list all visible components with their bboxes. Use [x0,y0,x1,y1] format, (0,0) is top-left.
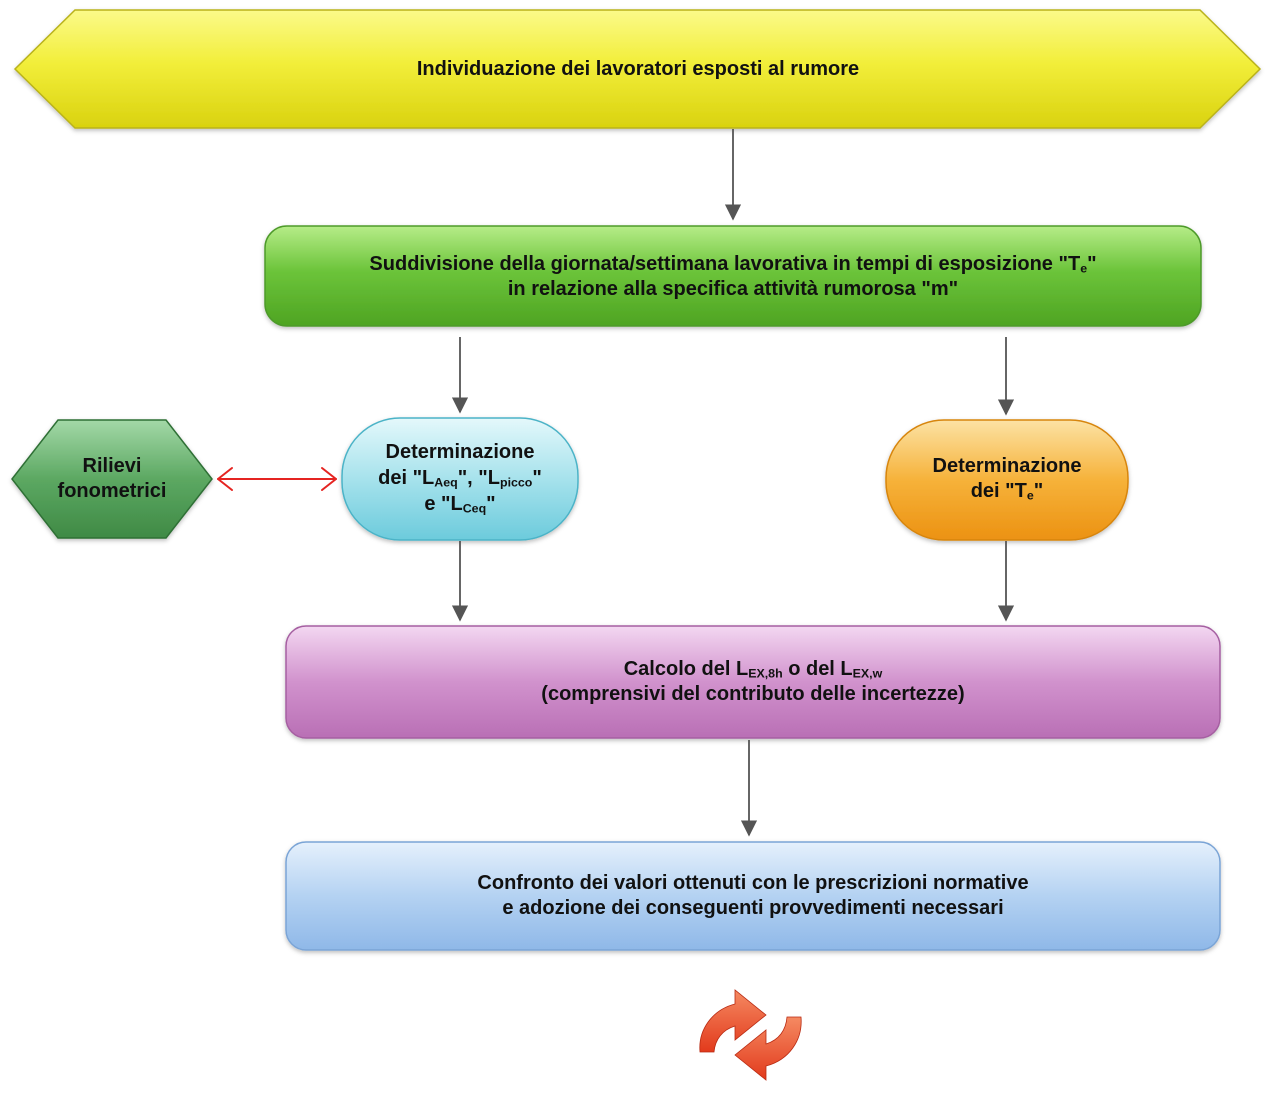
calculation-label: Calcolo del LEX,8h o del LEX,w (comprens… [286,626,1220,738]
comparison-line-1: Confronto dei valori ottenuti con le pre… [477,872,1029,894]
determination-levels-label: Determinazione dei "LAeq", "Lpicco" e "L… [340,418,580,538]
identification-text: Individuazione dei lavoratori esposti al… [416,57,860,80]
identification-shape [13,9,1262,129]
calculation-shape [285,625,1221,739]
comparison-line-2: e adozione dei conseguenti provvedimenti… [502,897,1004,919]
determination-levels-shape [341,417,579,541]
subdivision-line-2: in relazione alla specifica attività rum… [507,278,959,300]
subdivision-line-1: Suddivisione della giornata/settimana la… [369,253,1097,276]
determination-times-line-2: dei "Te" [970,480,1044,503]
subdivision-shape [264,225,1202,327]
identification-label: Individuazione dei lavoratori esposti al… [40,38,1236,100]
measurements-shape [11,419,213,539]
measurements-line-1: Rilievi [82,455,142,477]
determination-times-shape [885,419,1129,541]
determination-levels-line-1: Determinazione [385,441,535,463]
measurements-line-2: fonometrici [57,480,167,502]
refresh-cycle-icon [699,989,802,1081]
calculation-line-1: Calcolo del LEX,8h o del LEX,w [623,658,883,681]
subdivision-label: Suddivisione della giornata/settimana la… [265,232,1201,322]
determination-times-line-1: Determinazione [932,455,1082,477]
measurements-label: Rilievi fonometrici [14,420,210,538]
determination-levels-line-2: dei "LAeq", "Lpicco" [378,467,542,490]
determination-times-label: Determinazione dei "Te" [886,420,1128,538]
calculation-line-2: (comprensivi del contributo delle incert… [541,683,965,705]
determination-levels-line-3: e "LCeq" [424,493,496,516]
comparison-label: Confronto dei valori ottenuti con le pre… [286,842,1220,950]
arrow-measurements-levels-bidirectional [217,467,337,491]
comparison-shape [285,841,1221,951]
